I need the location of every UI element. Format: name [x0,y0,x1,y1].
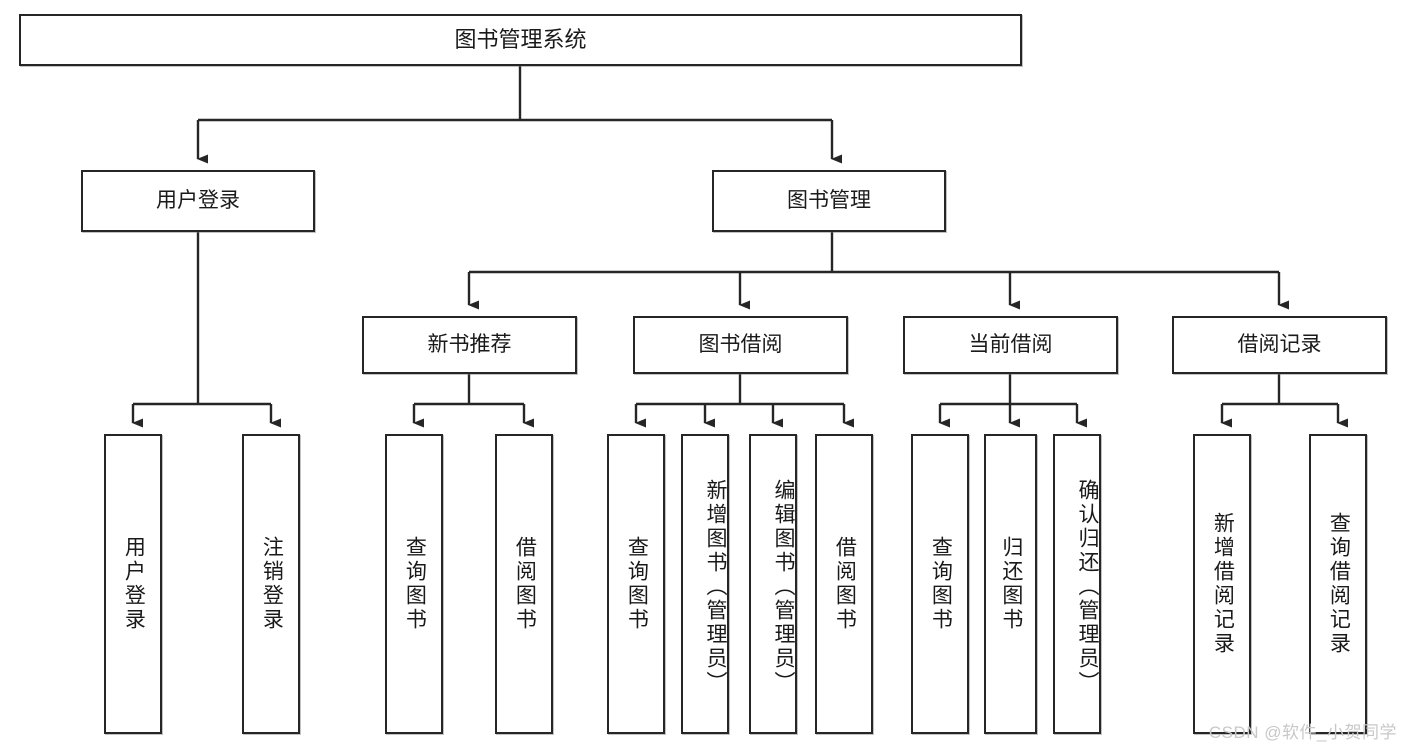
leaf-edit-book[interactable]: 编辑图书（管理员） [749,434,797,734]
leaf-query-record-label: 查询借阅记录 [1327,512,1351,656]
leaf-query-book-3-label: 查询图书 [929,536,953,632]
node-root-label: 图书管理系统 [454,27,587,53]
leaf-add-record[interactable]: 新增借阅记录 [1193,434,1251,734]
node-book-manage[interactable]: 图书管理 [712,170,946,232]
node-new-book-recommend[interactable]: 新书推荐 [362,316,577,374]
leaf-add-record-label: 新增借阅记录 [1211,512,1235,656]
leaf-confirm-return-label: 确认归还（管理员） [1076,479,1099,695]
leaf-logout[interactable]: 注销登录 [242,434,300,734]
node-user-login-label: 用户登录 [156,188,240,212]
leaf-return-book[interactable]: 归还图书 [984,434,1037,734]
leaf-borrow-book-2-label: 借阅图书 [833,536,857,632]
leaf-edit-book-label: 编辑图书（管理员） [772,479,795,695]
leaf-query-book-3[interactable]: 查询图书 [911,434,969,734]
leaf-user-login-label: 用户登录 [122,536,146,632]
leaf-query-record[interactable]: 查询借阅记录 [1309,434,1367,734]
leaf-query-book-2[interactable]: 查询图书 [607,434,665,734]
node-borrow-record-label: 借阅记录 [1237,332,1322,356]
leaf-borrow-book-2[interactable]: 借阅图书 [815,434,873,734]
leaf-query-book-1[interactable]: 查询图书 [385,434,443,734]
leaf-logout-label: 注销登录 [260,536,284,632]
node-new-book-recommend-label: 新书推荐 [427,332,512,356]
node-root[interactable]: 图书管理系统 [19,14,1022,66]
csdn-watermark: CSDN @软件_小贺同学 [1208,723,1397,742]
node-borrow-record[interactable]: 借阅记录 [1172,316,1387,374]
node-book-borrow-label: 图书借阅 [698,332,783,356]
leaf-add-book-label: 新增图书（管理员） [704,479,727,695]
leaf-borrow-book-1[interactable]: 借阅图书 [495,434,553,734]
node-current-borrow-label: 当前借阅 [968,332,1053,356]
leaf-return-book-label: 归还图书 [999,536,1023,632]
leaf-add-book[interactable]: 新增图书（管理员） [681,434,729,734]
node-book-borrow[interactable]: 图书借阅 [633,316,848,374]
leaf-confirm-return[interactable]: 确认归还（管理员） [1053,434,1101,734]
node-user-login[interactable]: 用户登录 [81,170,315,232]
node-book-manage-label: 图书管理 [787,188,871,212]
node-current-borrow[interactable]: 当前借阅 [903,316,1118,374]
leaf-query-book-1-label: 查询图书 [403,536,427,632]
leaf-user-login[interactable]: 用户登录 [104,434,162,734]
leaf-query-book-2-label: 查询图书 [625,536,649,632]
leaf-borrow-book-1-label: 借阅图书 [513,536,537,632]
